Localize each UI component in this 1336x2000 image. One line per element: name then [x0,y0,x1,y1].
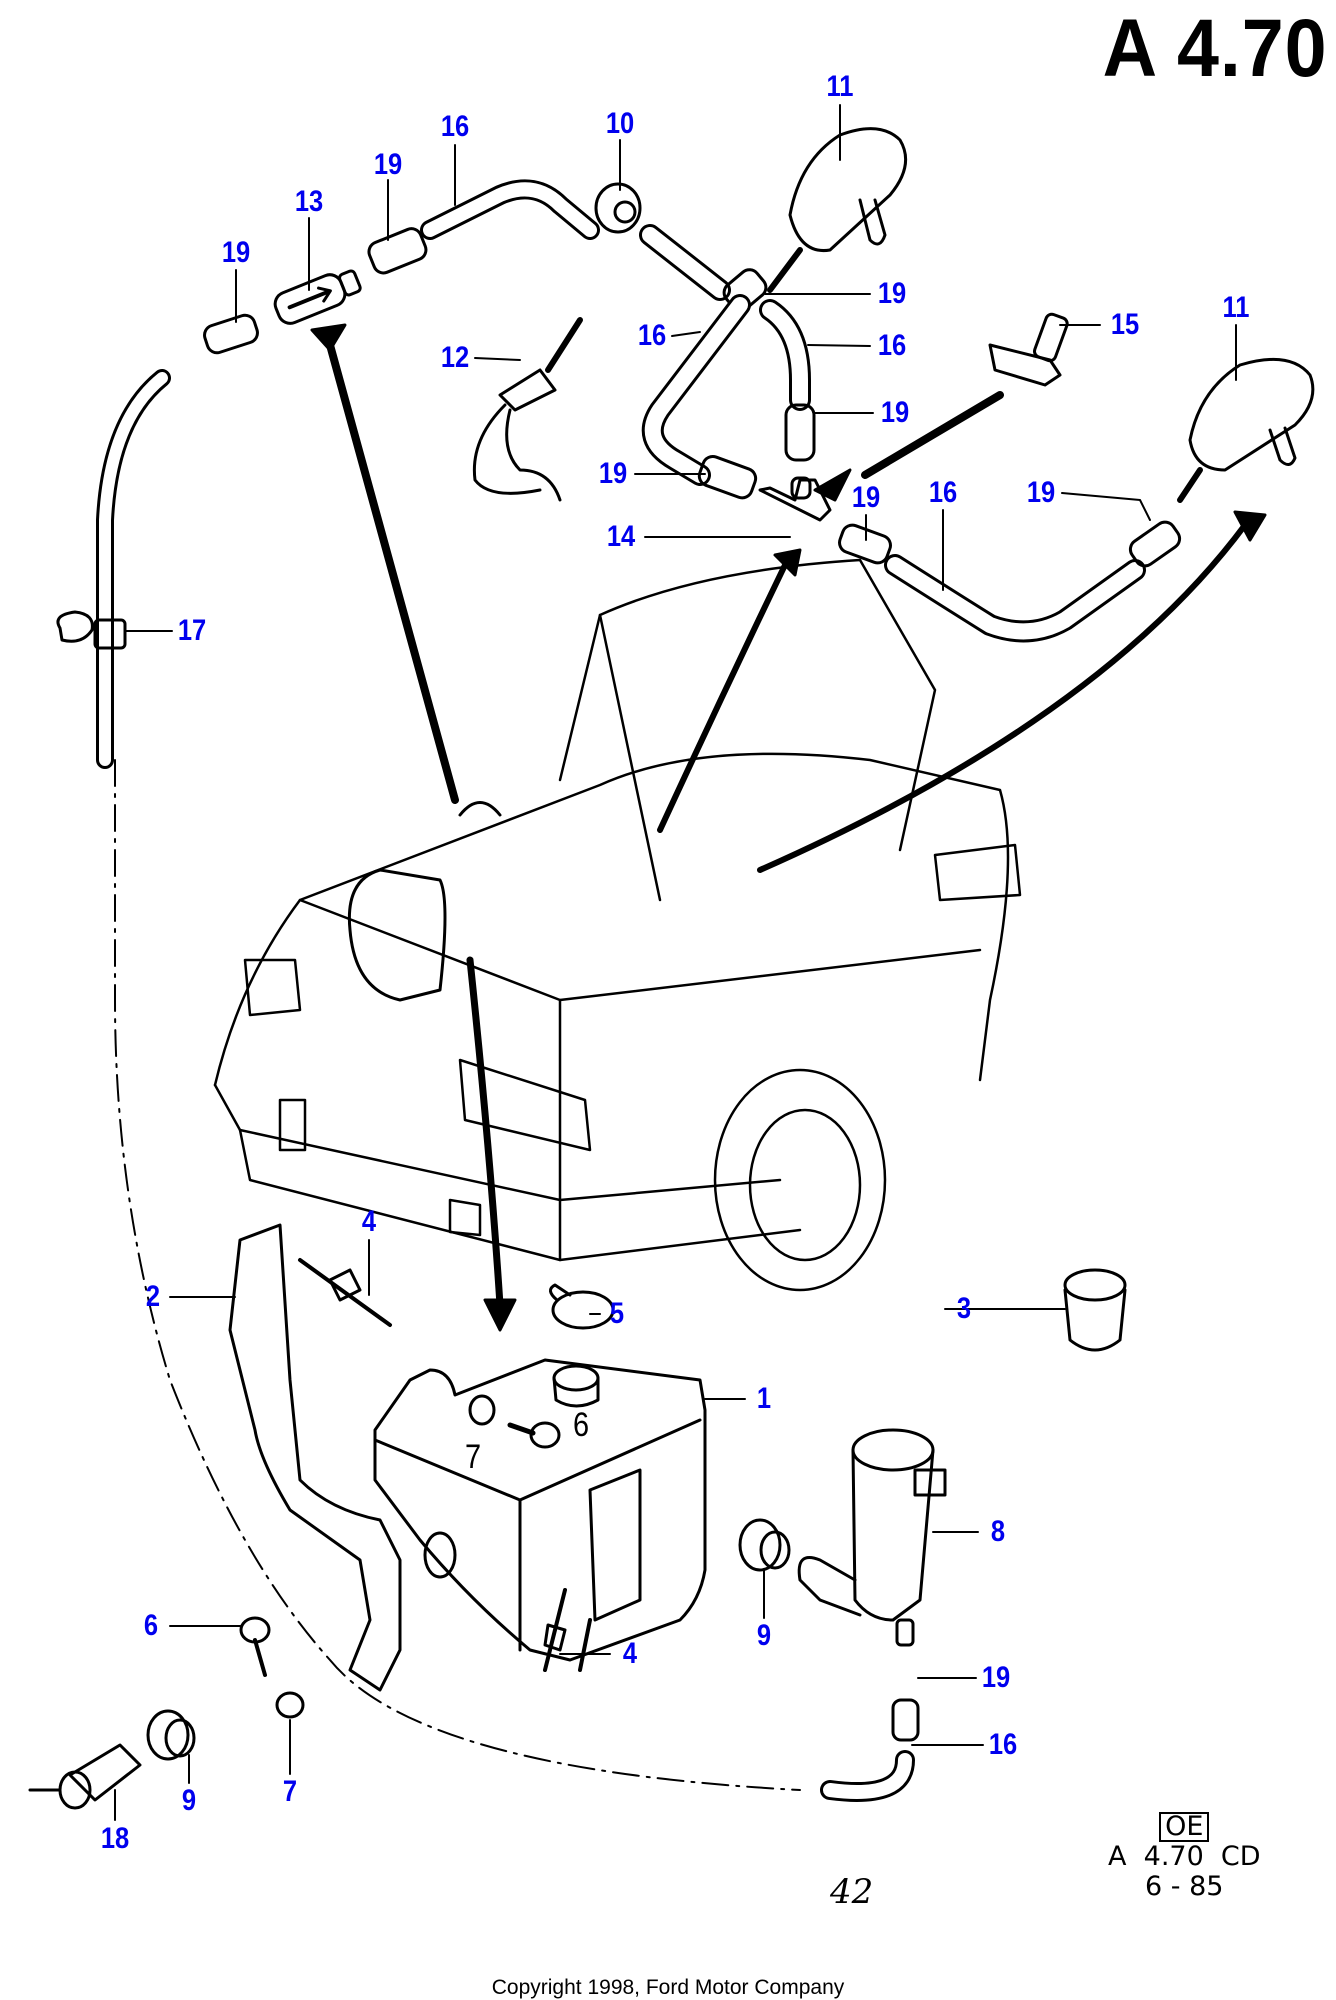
callout-label: 11 [1222,291,1250,324]
arrow-to-11 [757,522,1248,873]
callout-label: 8 [990,1515,1006,1548]
t-piece-14 [758,476,832,522]
callout-label: 6 [143,1609,159,1642]
grommet-9-right [738,1518,791,1572]
callout-label: 3 [956,1292,972,1325]
nut-7-left [275,1691,305,1719]
connector-19-far-right [1128,520,1182,568]
callout-label: 19 [981,1661,1011,1694]
callout-label: 19 [877,277,907,310]
clip-17 [56,610,127,650]
grommet-9-left [146,1709,196,1761]
callout-label: 19 [851,481,881,514]
callout-label: 16 [988,1728,1018,1761]
callout-label: 16 [637,319,667,352]
reference-box-code: OE [1159,1812,1210,1842]
filler-cap-5 [549,1283,615,1408]
reference-code: A 4.70 CD [1108,1841,1261,1872]
callout-label: 19 [1026,476,1056,509]
washer-tank-1 [373,1358,707,1672]
callout-label: 12 [440,341,470,374]
callout-label: 9 [756,1619,772,1652]
callout-label: 13 [294,185,324,218]
grommet-10 [594,182,642,234]
callout-label: 14 [606,520,636,553]
connector-19-right [838,523,892,565]
pump-12 [472,317,583,502]
washer-pump-8 [797,1428,947,1647]
callout-label: 19 [598,457,628,490]
rivet-4-bottom [543,1588,567,1672]
leader-lines [114,104,1237,1821]
callout-label: 19 [221,236,251,269]
washer-jet-11-top [767,127,908,293]
callout-label: 6 [572,1406,590,1444]
rivet-4-top [298,1258,392,1327]
washer-jet-11-right [1177,357,1315,503]
callout-label: 19 [373,148,403,181]
callout-label: 18 [100,1822,130,1855]
connector-19-left [697,454,758,500]
hose-left [96,369,171,769]
callout-label: 11 [826,70,854,103]
connector-19-top [367,227,428,275]
callout-label: 4 [622,1637,638,1670]
arrow-to-tank [466,956,504,1309]
jet-18 [28,1743,142,1810]
callout-label: 4 [361,1205,377,1238]
dash-dot-line-left [114,759,801,1791]
callout-label: 16 [928,476,958,509]
reference-block: OE A 4.70 CD 6 - 85 [1108,1812,1261,1902]
callout-label: 19 [880,396,910,429]
callout-label: 15 [1110,308,1140,341]
connector-19-vert [784,403,816,462]
plug-3 [1063,1268,1127,1352]
car-outline [213,558,1022,1292]
screw-6-left [239,1616,271,1677]
bracket-2 [228,1223,402,1692]
callout-label: 7 [464,1438,482,1476]
non-return-valve-13 [273,269,362,325]
callout-label: 5 [609,1297,625,1330]
callout-label: 1 [756,1382,772,1415]
callout-label: 7 [282,1775,298,1808]
callout-label: 2 [145,1280,161,1313]
handwritten-note: 42 [830,1872,874,1912]
detail-arrow [861,391,1004,479]
arrow-to-13 [326,341,459,804]
reference-date: 6 - 85 [1145,1871,1224,1902]
connector-19-top-left [203,313,259,355]
connector-19-bottom [891,1698,920,1742]
callout-label: 17 [177,614,207,647]
copyright-notice: Copyright 1998, Ford Motor Company [491,1976,845,1999]
callout-label: 10 [605,107,635,140]
page-title: A 4.70 [1103,3,1328,94]
callout-label: 16 [440,110,470,143]
arrow-to-14 [657,562,788,833]
valve-15 [988,312,1069,387]
callout-label: 9 [181,1784,197,1817]
callout-label: 16 [877,329,907,362]
reservoir-in-car [347,801,502,1002]
screw-6-tank [468,1394,561,1449]
